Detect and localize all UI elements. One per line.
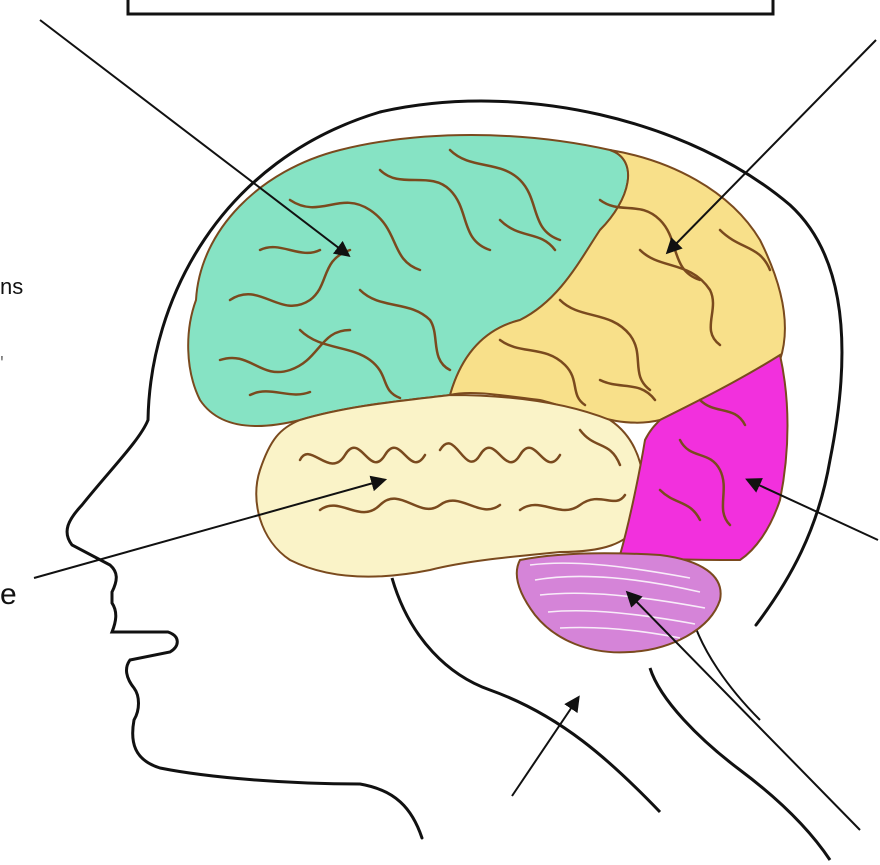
arrow-cerebellum bbox=[628, 593, 860, 830]
left-label-fragment-e: e bbox=[0, 578, 17, 612]
arrow-frontal bbox=[40, 20, 348, 255]
arrow-parietal bbox=[668, 40, 876, 252]
temporal-lobe bbox=[256, 395, 644, 577]
neck-line-back bbox=[650, 668, 830, 860]
left-label-fragment-mark: ' bbox=[0, 353, 4, 376]
top-label-box bbox=[128, 0, 773, 14]
cerebellum bbox=[517, 553, 721, 652]
arrow-brainstem bbox=[512, 698, 578, 796]
left-label-fragment-ns: ns bbox=[0, 274, 23, 300]
